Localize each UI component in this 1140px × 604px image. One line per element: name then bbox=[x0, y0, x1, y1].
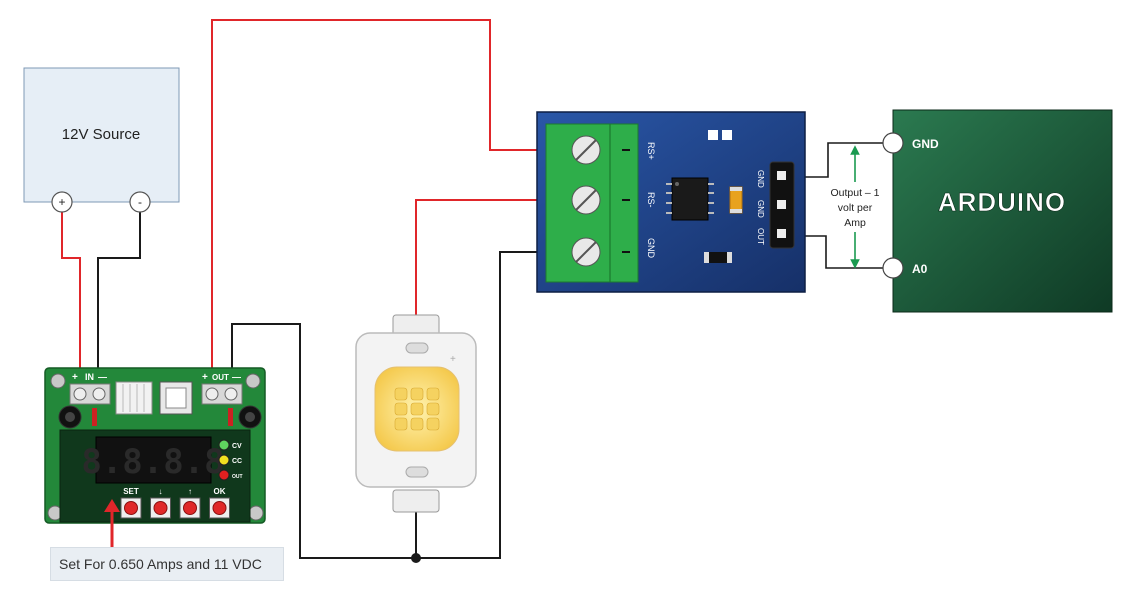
pin-label-gnd-2: GND bbox=[756, 200, 765, 218]
indicator-label-out: OUT bbox=[232, 474, 243, 480]
output-note-line1: Output – 1 bbox=[830, 187, 879, 199]
seven-segment-display bbox=[95, 436, 212, 484]
out-plus-label: + bbox=[202, 372, 208, 383]
svg-text:+: + bbox=[450, 354, 456, 365]
source-label: 12V Source bbox=[62, 126, 140, 143]
inductor bbox=[115, 381, 153, 415]
source-minus-terminal bbox=[129, 191, 151, 213]
screw-icon bbox=[248, 505, 264, 521]
arduino-a0-pin bbox=[882, 257, 904, 279]
indicator-label-cc: CC bbox=[232, 458, 242, 465]
screw-icon bbox=[73, 387, 87, 401]
arduino-board: ARDUINO GND A0 bbox=[882, 109, 1113, 313]
buck-converter: + IN — + OUT — 8.8.8.8 bbox=[44, 367, 266, 524]
screw-icon bbox=[92, 387, 106, 401]
output-note: Output – 1 volt per Amp bbox=[818, 145, 892, 269]
screw-icon bbox=[245, 373, 261, 389]
arduino-gnd-pin bbox=[882, 132, 904, 154]
indicator-led-cv bbox=[218, 439, 230, 451]
terminal-label-rs-minus: RS- bbox=[646, 192, 656, 208]
wire-source-minus-to-in-minus bbox=[97, 210, 141, 392]
in-minus-label: — bbox=[98, 372, 107, 382]
up-button-cap bbox=[183, 501, 197, 515]
out-minus-label: — bbox=[232, 372, 241, 382]
arduino-gnd-label: GND bbox=[912, 137, 939, 151]
indicator-label-cv: CV bbox=[232, 443, 242, 450]
screw-icon bbox=[224, 387, 238, 401]
screw-icon bbox=[50, 373, 66, 389]
source-minus-label: - bbox=[138, 195, 142, 209]
wire-sensor-out-to-arduino-a0 bbox=[800, 235, 893, 269]
power-led: + bbox=[355, 314, 477, 513]
ok-button-label: OK bbox=[214, 487, 226, 496]
arduino-a0-label: A0 bbox=[912, 262, 928, 276]
terminal-label-rs-plus: RS+ bbox=[646, 142, 656, 160]
output-note-line2: volt per bbox=[838, 202, 873, 214]
display-readout: 8.8.8.8 bbox=[81, 442, 224, 482]
set-button-label: SET bbox=[123, 487, 139, 496]
source-plus-terminal bbox=[51, 191, 73, 213]
wire-out-plus-to-rs-plus bbox=[211, 19, 575, 380]
pin-label-gnd-1: GND bbox=[756, 170, 765, 188]
wire-source-plus-to-in-plus bbox=[61, 210, 81, 392]
indicator-led-cc bbox=[218, 454, 230, 466]
pin-label-out: OUT bbox=[756, 228, 765, 245]
set-button-cap bbox=[124, 501, 138, 515]
in-label: IN bbox=[85, 372, 94, 382]
wire-out-minus-to-junction bbox=[231, 323, 416, 559]
indicator-led-out bbox=[218, 469, 230, 481]
wires bbox=[61, 19, 893, 563]
ok-button-cap bbox=[212, 501, 227, 515]
terminal-label-gnd: GND bbox=[646, 238, 656, 259]
down-button-label: ↓ bbox=[159, 487, 163, 496]
output-note-line3: Amp bbox=[844, 217, 866, 229]
screw-icon bbox=[205, 387, 219, 401]
source-box: 12V Source + - bbox=[23, 67, 180, 213]
current-sensor: RS+ RS- GND GND GND OUT bbox=[536, 111, 806, 293]
source-plus-label: + bbox=[58, 195, 65, 209]
junction-dot bbox=[411, 553, 421, 563]
wire-sensor-gnd-to-arduino-gnd bbox=[800, 142, 893, 178]
in-plus-label: + bbox=[72, 372, 78, 383]
out-label: OUT bbox=[212, 373, 229, 382]
settings-caption: Set For 0.650 Amps and 11 VDC bbox=[50, 547, 284, 581]
up-button-label: ↑ bbox=[188, 487, 192, 496]
wire-led-to-rs-minus bbox=[415, 199, 575, 318]
arduino-title: ARDUINO bbox=[938, 187, 1066, 217]
down-button-cap bbox=[153, 501, 168, 515]
caption-pointer bbox=[104, 499, 120, 547]
